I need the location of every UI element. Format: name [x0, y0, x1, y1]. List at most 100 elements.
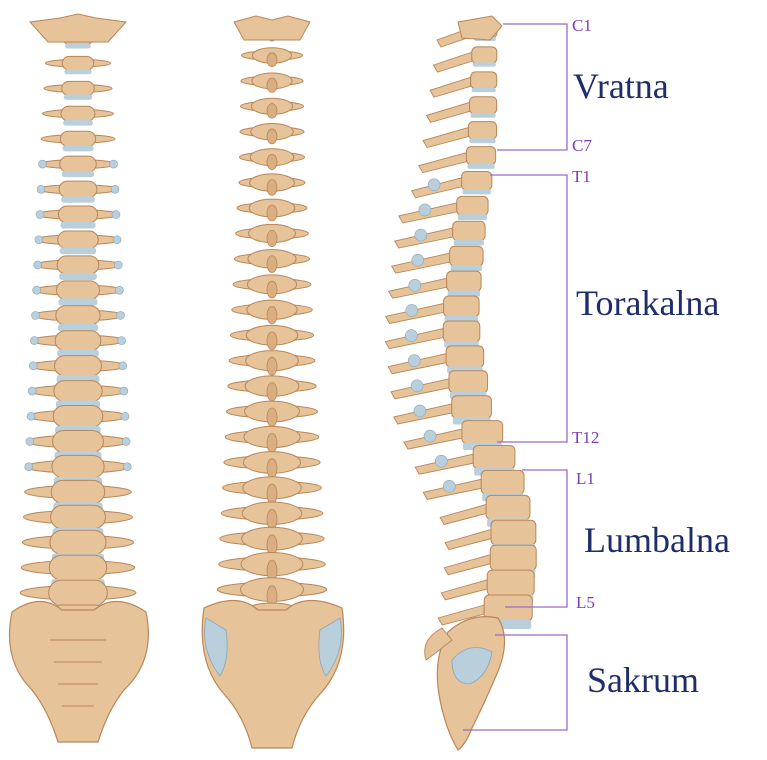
- rib-facet: [112, 211, 120, 219]
- vertebral-body: [62, 81, 95, 95]
- vertebral-body: [60, 156, 97, 172]
- rib-facet: [121, 412, 129, 420]
- anterior-spine-view: [10, 14, 149, 742]
- rib-facet: [27, 412, 35, 420]
- intervertebral-disc: [471, 113, 496, 118]
- intervertebral-disc: [60, 222, 95, 229]
- spinous-process: [419, 153, 467, 173]
- rib-facet: [115, 286, 123, 294]
- spinous-process: [427, 102, 470, 122]
- spinous-process: [267, 154, 277, 169]
- vertebral-body: [447, 271, 481, 291]
- rib-facet: [36, 211, 44, 219]
- intervertebral-disc: [472, 88, 496, 92]
- rib-facet: [408, 355, 420, 367]
- vertebral-body: [50, 530, 106, 554]
- vertebral-body: [471, 72, 497, 89]
- vertebral-body: [58, 231, 98, 249]
- vertebral-body: [462, 421, 503, 444]
- vertebral-body: [491, 520, 536, 545]
- vertebral-body: [468, 122, 496, 140]
- sacrum: [10, 601, 149, 742]
- spinous-process: [267, 129, 277, 144]
- vertebral-body: [449, 371, 488, 393]
- intervertebral-disc: [469, 138, 495, 143]
- rib-facet: [415, 229, 427, 241]
- region-lumbar: Lumbalna: [584, 522, 730, 558]
- intervertebral-disc: [467, 164, 494, 169]
- spinous-process: [267, 484, 277, 504]
- intervertebral-disc: [60, 248, 96, 255]
- rib-facet: [25, 463, 33, 471]
- intervertebral-disc: [463, 189, 491, 194]
- vertebral-body: [473, 446, 515, 469]
- intervertebral-disc: [65, 44, 91, 49]
- rib-facet: [39, 160, 47, 168]
- spinous-process: [267, 509, 277, 529]
- spinous-process: [430, 77, 471, 97]
- spinous-process: [267, 281, 277, 298]
- spinous-process: [267, 357, 277, 375]
- spinous-process: [267, 256, 277, 273]
- rib-facet: [28, 387, 36, 395]
- spinous-process: [267, 332, 277, 350]
- vertebral-body: [444, 296, 479, 317]
- rib-facet: [120, 387, 128, 395]
- spinous-process: [267, 459, 277, 478]
- vertebral-body: [462, 171, 492, 190]
- rib-facet: [32, 311, 40, 319]
- rib-facet: [37, 185, 45, 193]
- rib-facet: [424, 430, 436, 442]
- rib-facet: [110, 160, 118, 168]
- region-thoracic: Torakalna: [576, 285, 719, 321]
- rib-facet: [33, 286, 41, 294]
- atlas-vertebra: [30, 14, 126, 42]
- lateral-spine-view: [385, 16, 536, 750]
- spinous-process: [267, 307, 277, 324]
- label-l1: L1: [576, 470, 595, 487]
- vertebral-body: [54, 381, 102, 402]
- rib-facet: [113, 236, 121, 244]
- spinous-process: [267, 180, 277, 196]
- vertebral-body: [466, 147, 495, 165]
- spinous-process: [441, 580, 487, 600]
- rib-facet: [26, 437, 34, 445]
- intervertebral-disc: [63, 120, 93, 126]
- label-c7: C7: [572, 137, 592, 154]
- thoracic-bracket: [490, 175, 567, 442]
- spinous-process: [433, 52, 471, 72]
- vertebral-body: [55, 356, 102, 376]
- rib-facet: [111, 185, 119, 193]
- rib-facet: [405, 330, 417, 342]
- region-sacral: Sakrum: [587, 662, 699, 698]
- rib-facet: [411, 380, 423, 392]
- vertebral-body: [481, 470, 524, 494]
- intervertebral-disc: [473, 62, 496, 66]
- posterior-spine-view: [202, 16, 343, 748]
- rib-facet: [34, 261, 42, 269]
- rib-facet: [29, 362, 37, 370]
- rib-facet: [406, 304, 418, 316]
- vertebral-body: [453, 221, 485, 240]
- label-l5: L5: [576, 594, 595, 611]
- rib-facet: [117, 311, 125, 319]
- vertebral-body: [51, 480, 104, 503]
- rib-facet: [118, 337, 126, 345]
- vertebral-body: [490, 545, 536, 570]
- spinous-process: [267, 205, 277, 221]
- vertebral-body: [457, 196, 488, 215]
- vertebral-body: [62, 56, 93, 70]
- rib-facet: [122, 437, 130, 445]
- spinous-process: [445, 530, 491, 550]
- rib-facet: [114, 261, 122, 269]
- vertebral-body: [487, 570, 534, 596]
- spinous-process: [267, 53, 277, 67]
- vertebral-body: [60, 131, 95, 146]
- vertebral-body: [51, 505, 106, 529]
- vertebral-body: [452, 396, 492, 419]
- spinous-process: [267, 408, 277, 427]
- vertebral-body: [61, 106, 95, 121]
- vertebral-body: [486, 495, 530, 519]
- vertebral-body: [57, 256, 99, 274]
- rib-facet: [30, 337, 38, 345]
